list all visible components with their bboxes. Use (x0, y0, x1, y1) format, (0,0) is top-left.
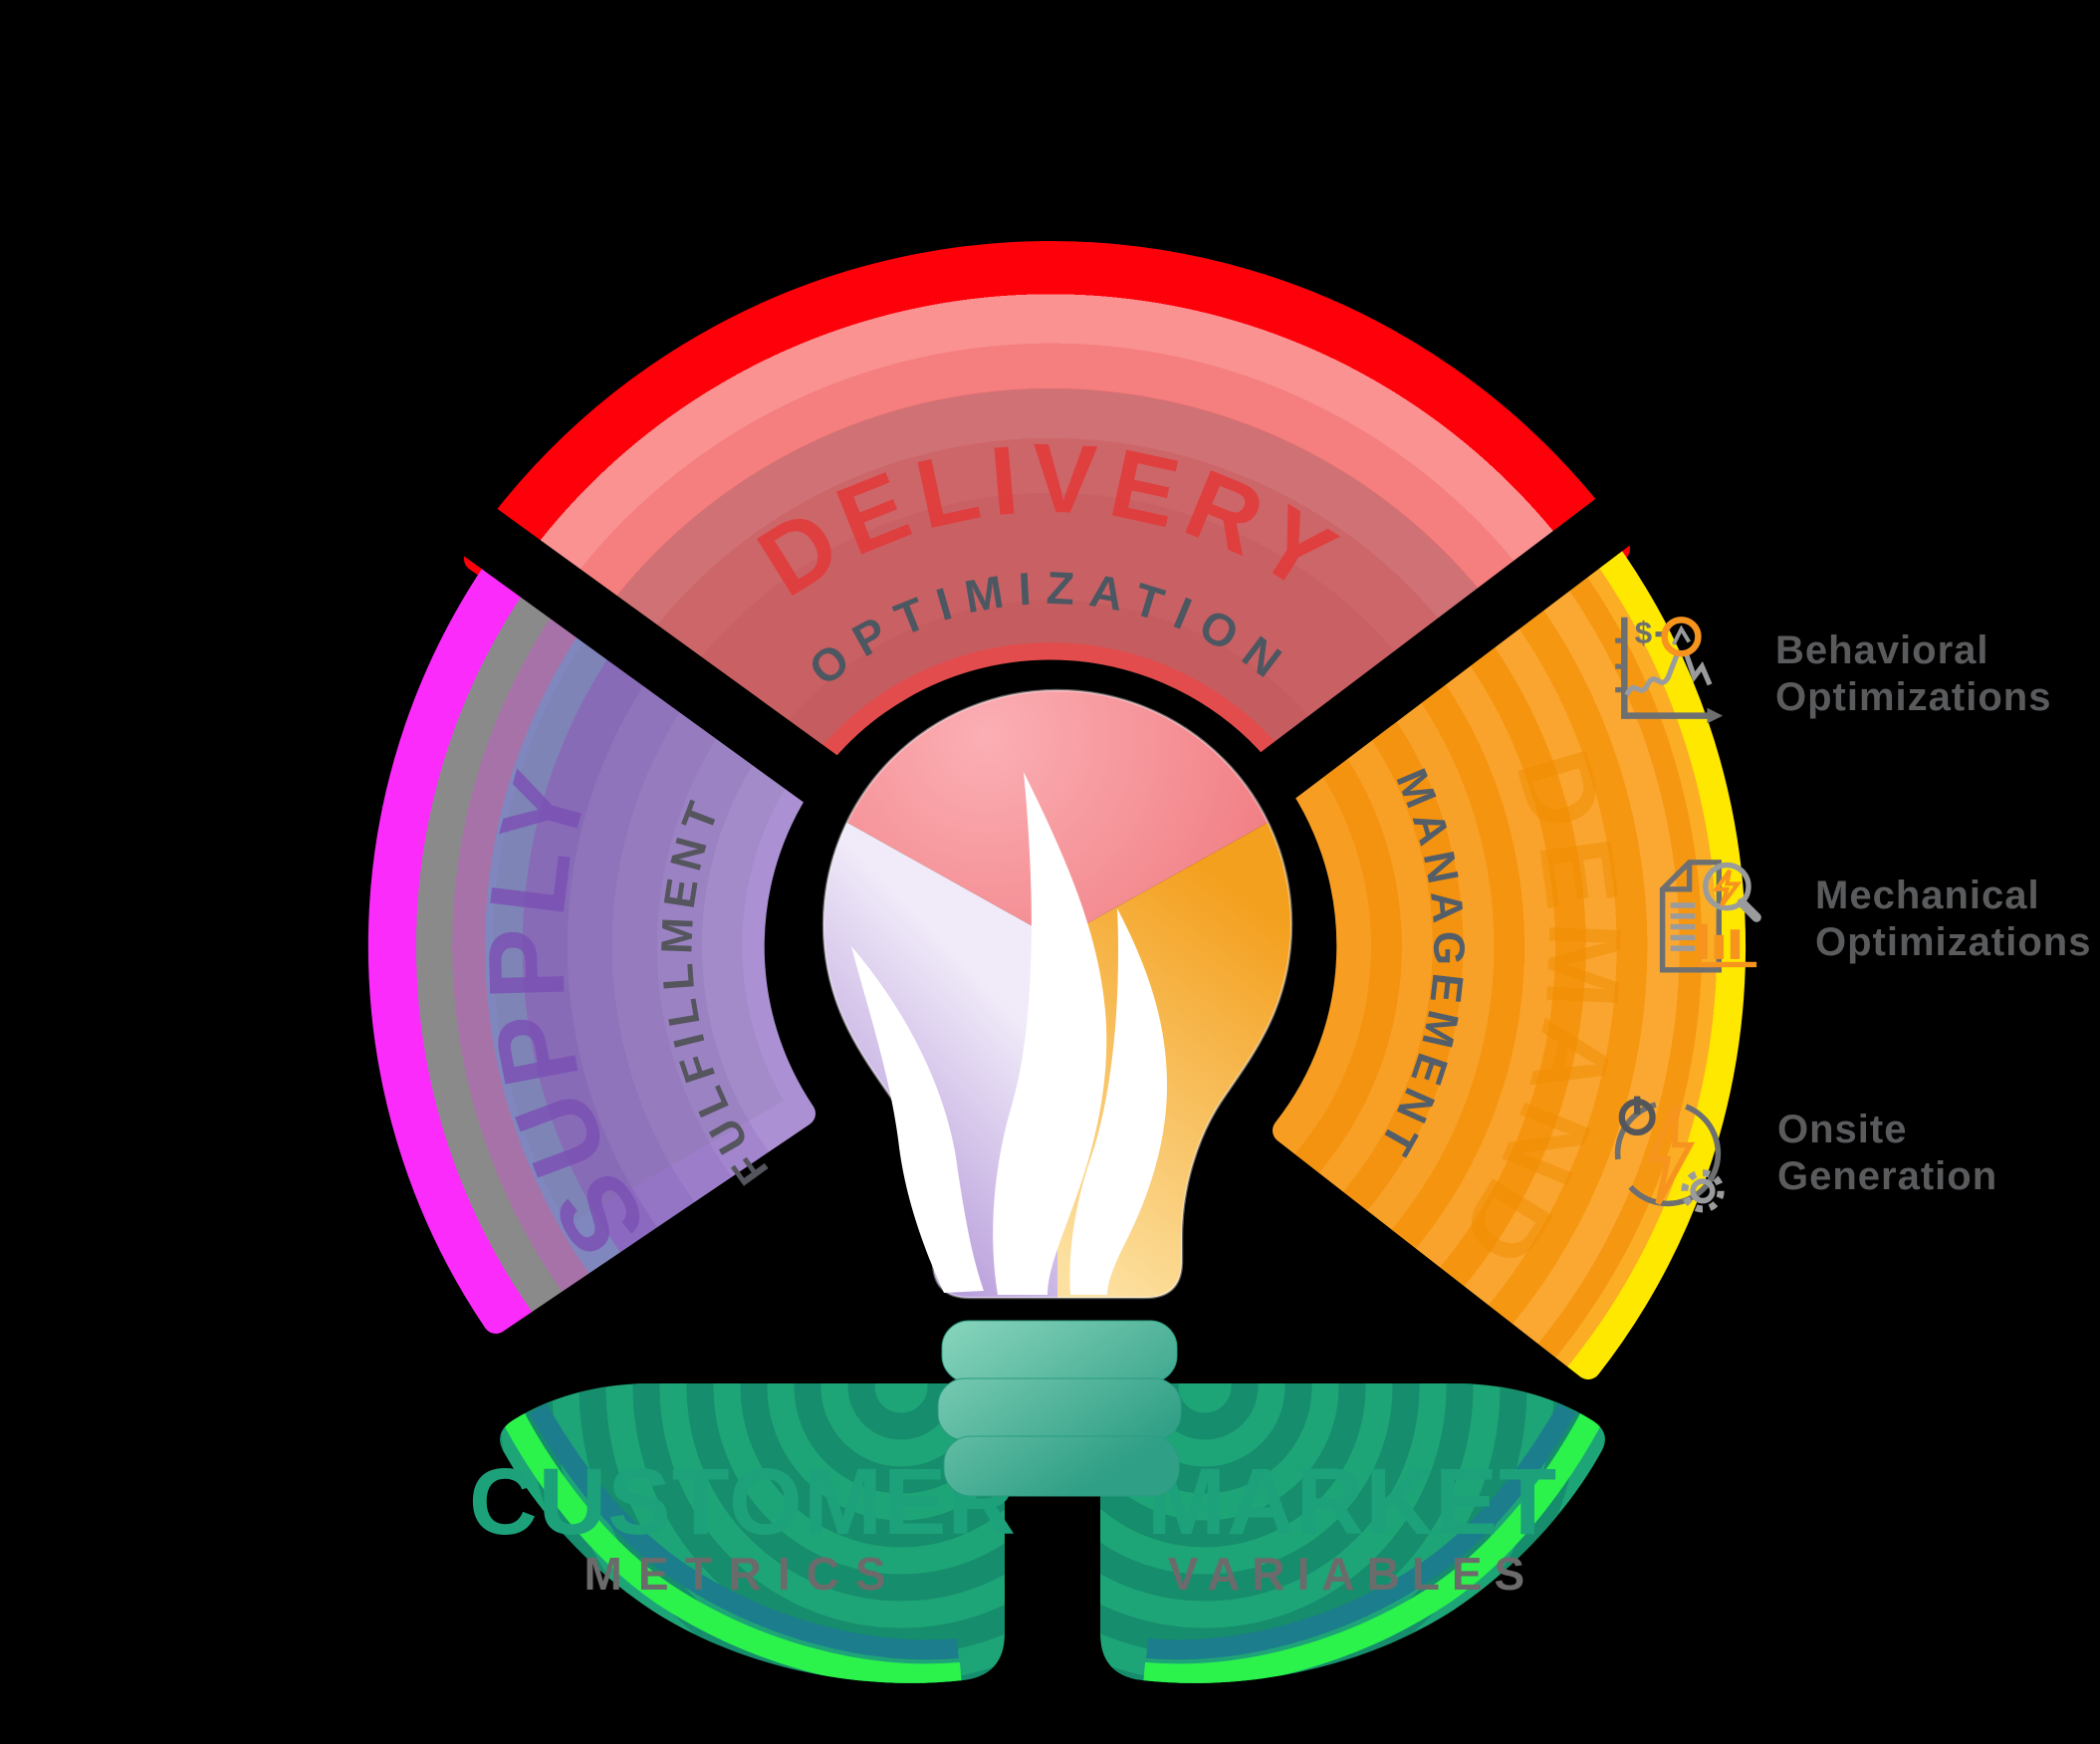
legend-label-line2: Optimizations (1775, 675, 2052, 719)
segment-market-caption: VARIABLES (1168, 1548, 1536, 1600)
bulb-wedge-pink (823, 690, 1291, 940)
customer-lime-edge (503, 1412, 963, 1683)
document-report-bolt-magnifier-icon (1659, 860, 1761, 973)
chart-dollar-magnifier-icon: $ (1615, 616, 1724, 724)
legend-item-mechanical: Mechanical Optimizations (1641, 852, 2091, 986)
legend-label-line1: Mechanical (1815, 872, 2040, 917)
segment-customer-caption: METRICS (584, 1548, 902, 1600)
legend-item-behavioral: $ Behavioral Optimizations (1601, 610, 2051, 739)
bulb-screw-base (937, 1320, 1182, 1497)
segment-gap-lines (404, 454, 1689, 824)
legend-label-line2: Optimizations (1815, 919, 2092, 964)
segment-market-title: MARKET (1147, 1449, 1557, 1555)
segment-customer-title: CUSTOMER (469, 1449, 1017, 1555)
dollar-glyph: $ (1635, 616, 1652, 650)
legend-label-line1: Behavioral (1775, 628, 1989, 672)
segment-supply: SUPPLY FULFILLMENT (367, 540, 821, 1334)
market-lime-edge (1142, 1412, 1602, 1683)
flame-icon (851, 772, 1167, 1295)
power-lightning-gear-icon (1614, 1096, 1725, 1213)
legend-label-line2: Generation (1777, 1154, 1998, 1198)
legend-label-line1: Onsite (1777, 1108, 1908, 1151)
segment-demand: DEMAND MANAGEMENT (1273, 523, 1747, 1379)
legend-item-onsite: Onsite Generation (1598, 1084, 1997, 1223)
segment-delivery: DELIVERY OPTIMIZATION (464, 241, 1630, 792)
